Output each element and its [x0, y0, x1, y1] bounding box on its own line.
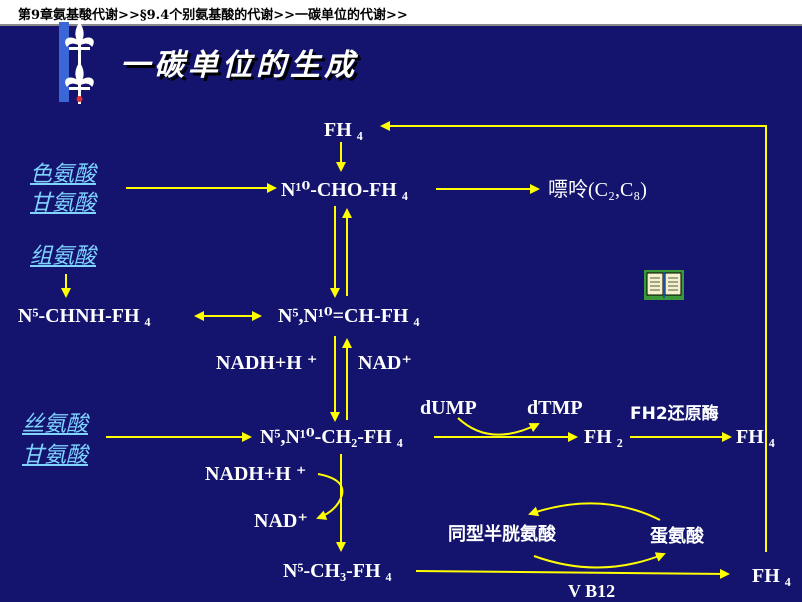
node-ch2-fh4: N⁵,N¹⁰-CH₂-FH ₄	[260, 426, 403, 448]
arrow-nadh-curve	[316, 473, 344, 520]
arrow-met-to-hcy	[528, 502, 661, 521]
node-fh4-bottom: FH ₄	[752, 565, 791, 587]
page-title: 一碳单位的生成	[120, 48, 358, 83]
node-fh4-right: FH ₄	[736, 426, 775, 448]
breadcrumb-bar: 第9章氨基酸代谢>>§9.4个别氨基酸的代谢>>一碳单位的代谢>>	[0, 0, 802, 26]
node-chnh-fh4: N⁵-CHNH-FH ₄	[18, 305, 151, 327]
arrow-fh4-loop	[380, 121, 767, 552]
label-nadh-1: NADH+H ⁺	[216, 352, 318, 374]
breadcrumb[interactable]: 第9章氨基酸代谢>>§9.4个别氨基酸的代谢>>一碳单位的代谢>>	[18, 8, 408, 23]
source-tryptophan[interactable]: 色氨酸	[30, 162, 97, 187]
label-dump: dUMP	[420, 397, 477, 419]
label-nad-2: NAD⁺	[254, 510, 308, 532]
node-fh4-top: FH ₄	[324, 119, 363, 141]
source-histidine[interactable]: 组氨酸	[30, 244, 97, 269]
arrow-ch3-to-fh4	[415, 568, 730, 579]
source-serine[interactable]: 丝氨酸	[22, 412, 89, 437]
label-fh2-reductase: FH2还原酶	[630, 404, 719, 424]
label-methionine: 蛋氨酸	[650, 526, 704, 547]
source-glycine-bottom[interactable]: 甘氨酸	[22, 443, 89, 468]
source-glycine-top[interactable]: 甘氨酸	[30, 191, 97, 216]
label-vb12: V B12	[568, 581, 616, 601]
node-ch3-fh4: N⁵-CH₃-FH ₄	[283, 560, 392, 582]
arrow-dump-to-dtmp	[457, 417, 540, 436]
arrow-hcy-to-met	[533, 552, 666, 569]
node-fh2: FH ₂	[584, 426, 623, 448]
label-nadh-2: NADH+H ⁺	[205, 463, 307, 485]
node-ch-fh4: N⁵,N¹⁰=CH-FH ₄	[278, 305, 420, 327]
node-cho-fh4: N¹⁰-CHO-FH ₄	[281, 179, 408, 201]
book-icon[interactable]	[644, 270, 684, 300]
label-homocysteine: 同型半胱氨酸	[448, 524, 556, 545]
fleur-de-lis-icon	[59, 18, 94, 104]
node-purine: 嘌呤(C₂,C₈)	[548, 179, 647, 201]
label-nad-1: NAD⁺	[358, 352, 412, 374]
label-dtmp: dTMP	[527, 397, 583, 419]
